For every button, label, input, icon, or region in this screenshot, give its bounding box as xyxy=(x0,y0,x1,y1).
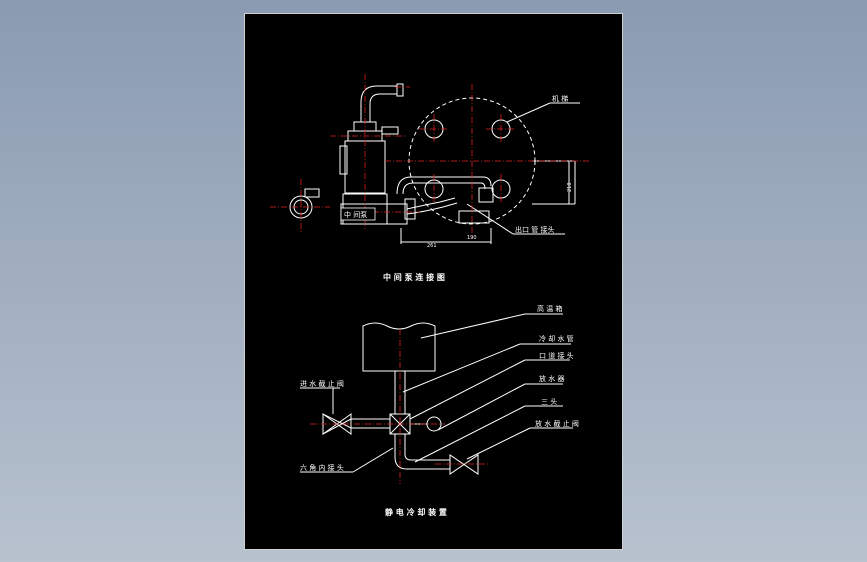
leader-engine xyxy=(506,102,551,123)
side-fitting xyxy=(381,126,399,135)
top-centerlines xyxy=(270,74,590,239)
bottom-centerlines xyxy=(310,329,490,484)
pump-label-frame xyxy=(340,207,376,221)
dim-d2: 190 xyxy=(467,235,477,241)
inner-pipe xyxy=(396,176,492,195)
leader-outlet xyxy=(466,203,514,235)
inner-pipe xyxy=(402,182,486,195)
water-pump-gauge xyxy=(426,416,442,432)
leader-cooling-pipe xyxy=(402,343,521,393)
label-hex-joint: 六 角 内 接 头 xyxy=(300,463,344,472)
side-view-nozzle xyxy=(304,188,320,198)
label-tee: 三 头 xyxy=(541,397,557,406)
pump-elbow-pipe xyxy=(360,85,397,122)
drain-pipe xyxy=(394,434,450,470)
drain-pipe xyxy=(404,434,450,461)
leader-outlet-joint xyxy=(409,359,526,420)
top-diagram xyxy=(289,83,580,244)
label-outlet-joint: 口 道 接 头 xyxy=(539,351,574,360)
label-water-pump: 放 水 器 xyxy=(539,374,564,383)
dim-d3: 210 xyxy=(567,182,573,192)
top-diagram-title: 中 间 泵 连 接 图 xyxy=(383,272,445,282)
pump-motor-cap xyxy=(339,145,348,175)
leader-water-pump xyxy=(437,383,526,431)
leader-tee xyxy=(414,405,526,463)
label-outlet: 出口 管 接头 xyxy=(515,225,554,234)
pump-elbow-pipe xyxy=(369,93,397,122)
connector-block xyxy=(458,210,490,224)
connector xyxy=(478,187,494,203)
leader-drain-valve xyxy=(466,427,531,460)
leader-tank xyxy=(420,313,526,339)
pump-outlet-box xyxy=(404,198,416,220)
outlet-pipe xyxy=(406,197,456,210)
label-drain-valve: 放 水 截 止 阀 xyxy=(535,419,579,428)
bottom-diagram-title: 静 电 冷 却 装 置 xyxy=(385,507,447,517)
bottom-diagram xyxy=(300,313,573,475)
leader-hex-joint xyxy=(352,447,394,473)
label-engine: 机 梯 xyxy=(552,94,568,103)
dim-d1: 261 xyxy=(427,243,437,249)
label-inlet-valve: 进 水 截 止 阀 xyxy=(300,379,344,388)
drain-valve xyxy=(449,454,479,475)
label-pump: 中 间泵 xyxy=(344,210,367,219)
drawing-sheet: 机 梯 中 间泵 出口 管 接头 261 190 210 中 间 泵 连 接 图 xyxy=(244,13,623,550)
label-tank: 高 温 箱 xyxy=(537,304,562,313)
cad-drawing: 机 梯 中 间泵 出口 管 接头 261 190 210 中 间 泵 连 接 图 xyxy=(270,74,590,517)
label-cooling-pipe: 冷 却 水 管 xyxy=(539,334,574,343)
outlet-pipe xyxy=(406,202,458,215)
elbow-cap xyxy=(396,83,404,97)
tank xyxy=(362,322,436,372)
